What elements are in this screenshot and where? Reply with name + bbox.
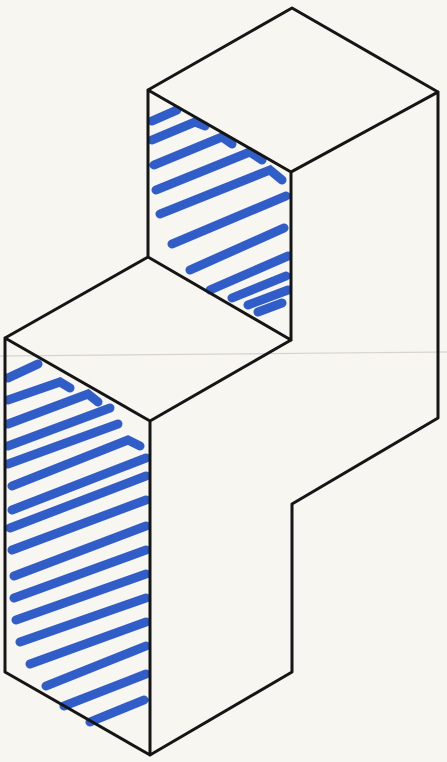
- upper-hatch-stroke-2: [147, 117, 210, 145]
- upper-hatch-stroke-11: [253, 298, 287, 317]
- upper-left-face: [147, 105, 293, 317]
- upper-hatch-stroke-7: [185, 223, 289, 275]
- upper-hatch-stroke-6: [167, 191, 291, 249]
- block-outline: [3, 6, 440, 757]
- upper-top-front-edge: [146, 88, 440, 174]
- upper-hatch-stroke-9: [227, 271, 291, 303]
- upper-hatch-stroke-1: [147, 105, 182, 126]
- lower-hatch-stroke-12: [11, 569, 151, 625]
- upper-hatch-stroke-8: [205, 251, 293, 295]
- lower-left-face: [3, 359, 151, 727]
- lower-hatch-stroke-6: [7, 435, 145, 491]
- lower-hatch-stroke-14: [25, 617, 151, 669]
- upper-hatch-stroke-5: [155, 164, 287, 219]
- lower-hatch-stroke-9: [7, 495, 151, 555]
- lower-hatch-stroke-8: [5, 471, 151, 533]
- lower-hatch-stroke-16: [59, 669, 151, 711]
- step-ledge-edge: [146, 255, 293, 342]
- lower-hatch-stroke-11: [9, 545, 151, 603]
- lower-hatch-stroke-15: [41, 641, 151, 691]
- lower-hatch-stroke-17: [85, 695, 149, 727]
- lower-hatch-stroke-1: [3, 359, 43, 383]
- lower-hatch-stroke-7: [7, 453, 151, 515]
- lower-hatch-stroke-5: [3, 419, 123, 469]
- lower-hatch-stroke-4: [3, 403, 115, 451]
- lower-hatch-stroke-3: [3, 388, 103, 429]
- lower-hatch-stroke-2: [3, 377, 75, 405]
- upper-hatch-stroke-10: [243, 285, 293, 310]
- paper-fold-line: [0, 351, 447, 357]
- lower-hatch-stroke-13: [15, 593, 151, 647]
- outer-silhouette: [3, 6, 440, 757]
- upper-hatch-stroke-4: [151, 146, 267, 195]
- upper-hatch-stroke-3: [149, 131, 237, 170]
- lower-hatch-stroke-10: [9, 521, 151, 581]
